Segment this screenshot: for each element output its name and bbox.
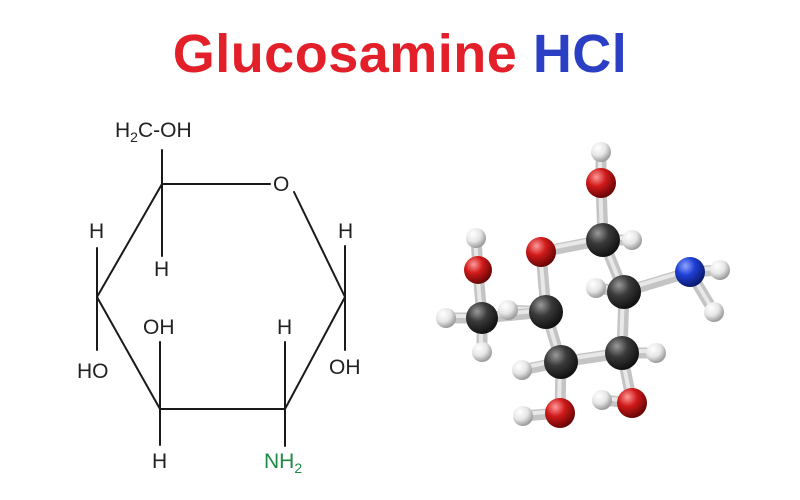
carbon-atom-c1	[586, 223, 620, 257]
bond-o-c1	[293, 191, 346, 298]
model-atoms	[436, 142, 730, 428]
hydrogen-atom-h3	[710, 260, 730, 280]
label-h-right-upper: H	[338, 220, 353, 243]
label-ring-oxygen: O	[273, 173, 289, 196]
carbon-atom-c3	[529, 295, 563, 329]
oxygen-atom-o4	[545, 398, 575, 428]
hydrogen-atom-h1	[591, 142, 611, 162]
hydrogen-atom-h9	[472, 342, 492, 362]
oxygen-atom-o3	[464, 256, 492, 284]
label-ch2oh-h: H	[115, 119, 130, 142]
hydrogen-atom-h6	[466, 228, 486, 248]
hydrogen-atom-h8	[436, 308, 456, 328]
title-main: Glucosamine	[172, 24, 518, 84]
oxygen-atom-o5	[617, 388, 647, 418]
hydrogen-atom-h2	[622, 230, 642, 250]
hydrogen-atom-h10	[512, 360, 532, 380]
label-ch2oh-sub: 2	[130, 129, 138, 145]
hydrogen-atom-h4	[704, 302, 724, 322]
label-oh-inner: OH	[143, 316, 175, 339]
label-h-bottom: H	[152, 450, 167, 473]
hydrogen-atom-h12	[513, 406, 533, 426]
ball-and-stick-model	[436, 142, 730, 428]
carbon-atom-c5	[544, 345, 578, 379]
hydrogen-atom-h11	[646, 343, 666, 363]
haworth-structure: H2C-OH O H H H OH H HO OH H NH2	[77, 119, 361, 476]
label-amine: NH2	[264, 450, 302, 476]
label-oh-right: OH	[329, 356, 361, 379]
diagram-title: Glucosamine HCl	[0, 22, 800, 86]
label-ch2oh: H2C-OH	[115, 119, 192, 145]
nitrogen-atom-n	[675, 257, 705, 287]
label-h-inner-lower: H	[277, 316, 292, 339]
carbon-atom-c6	[605, 336, 639, 370]
carbon-atom-c2	[607, 275, 641, 309]
hydrogen-atom-h7	[498, 300, 518, 320]
model-bonds	[440, 146, 726, 422]
oxygen-atom-o2	[526, 237, 556, 267]
carbon-atom-c4	[466, 302, 498, 334]
title-suffix: HCl	[532, 24, 628, 84]
label-amine-nh: NH	[264, 450, 294, 473]
label-amine-sub: 2	[294, 460, 302, 476]
bond-c3-c4	[96, 296, 161, 410]
oxygen-atom-o1	[586, 168, 616, 198]
label-h-left-upper: H	[89, 220, 104, 243]
bond-c1-c2	[284, 296, 346, 410]
bond-c4-c5	[96, 183, 163, 298]
hydrogen-atom-h5	[586, 278, 606, 298]
label-ho-left: HO	[77, 360, 109, 383]
hydrogen-atom-h13	[592, 390, 612, 410]
label-h-inner-upper: H	[154, 258, 169, 281]
label-ch2oh-rest: C-OH	[138, 119, 192, 142]
